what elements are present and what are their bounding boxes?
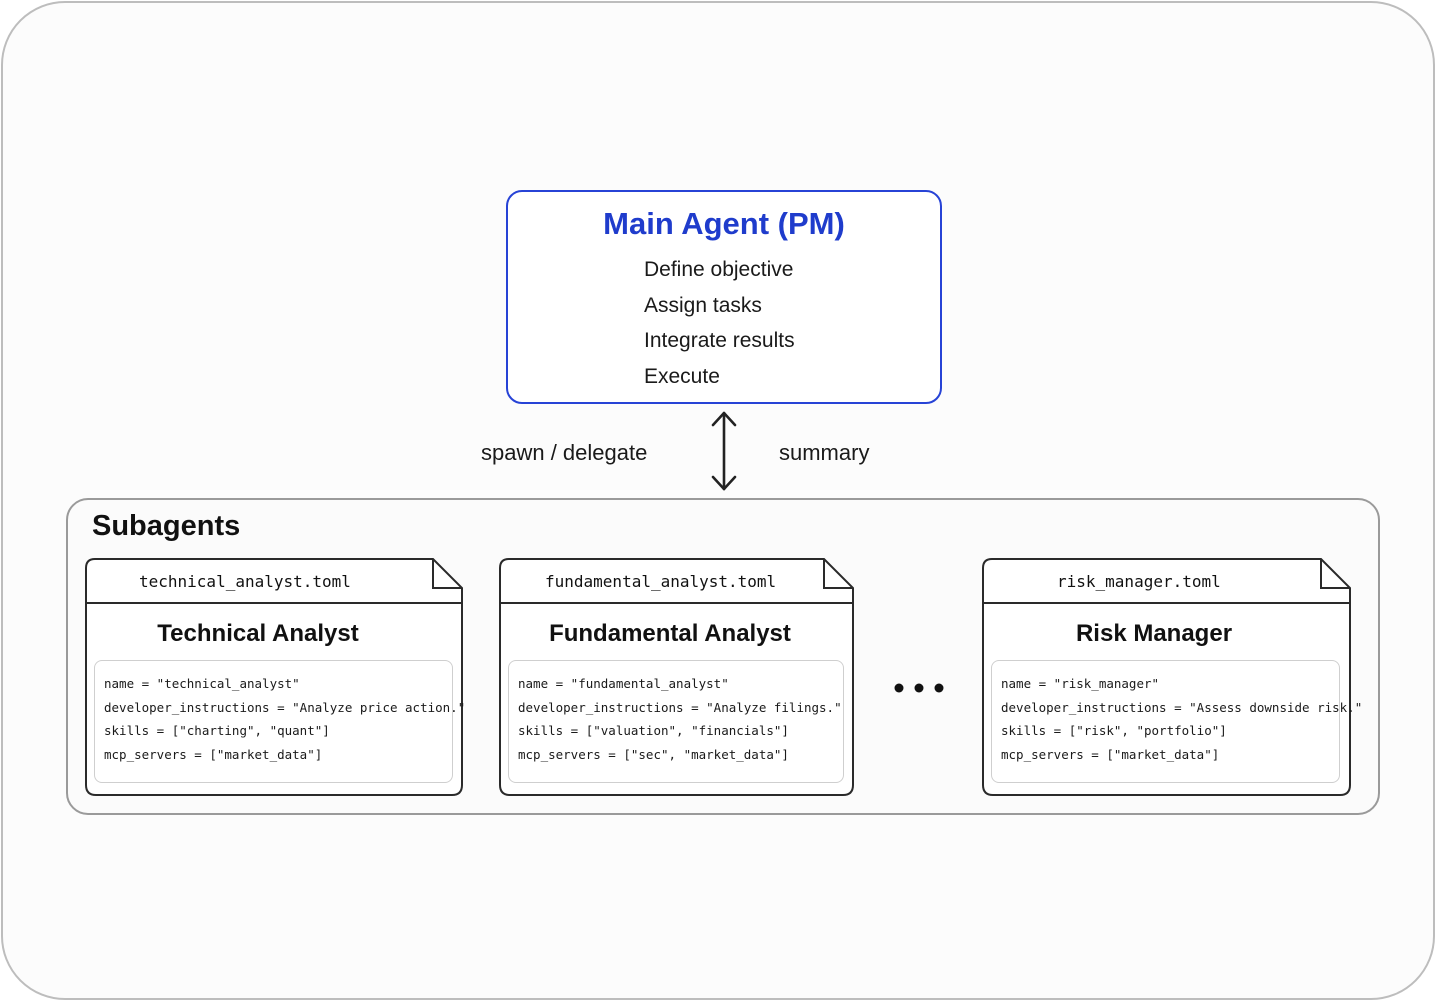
config-line: name = "fundamental_analyst": [518, 676, 729, 691]
config-line: name = "risk_manager": [1001, 676, 1160, 691]
config-line: mcp_servers = ["market_data"]: [1001, 746, 1220, 762]
config-line: developer_instructions = "Analyze filing…: [518, 699, 842, 715]
card-filename: risk_manager.toml: [1057, 572, 1221, 591]
config-line: skills = ["risk", "portfolio"]: [1001, 723, 1227, 738]
summary-label: summary: [779, 440, 870, 465]
card-agent-title: Technical Analyst: [157, 620, 359, 647]
config-line: mcp_servers = ["sec", "market_data"]: [518, 746, 789, 762]
main-agent-responsibilities: Define objective Assign tasks Integrate …: [644, 252, 795, 394]
spawn-delegate-label: spawn / delegate: [481, 440, 648, 465]
main-agent-item: Integrate results: [644, 329, 795, 352]
config-line: skills = ["charting", "quant"]: [104, 723, 330, 738]
card-agent-title: Fundamental Analyst: [549, 620, 791, 647]
config-line: skills = ["valuation", "financials"]: [518, 723, 789, 738]
config-line: developer_instructions = "Analyze price …: [104, 699, 466, 715]
card-config-block: name = "technical_analyst" developer_ins…: [94, 660, 466, 783]
card-config-block: name = "risk_manager" developer_instruct…: [991, 660, 1363, 783]
card-agent-title: Risk Manager: [1075, 620, 1233, 647]
subagent-card-technical-analyst: technical_analyst.toml Technical Analyst…: [85, 558, 466, 796]
config-line: developer_instructions = "Assess downsid…: [1001, 699, 1363, 715]
main-agent-item: Assign tasks: [644, 293, 762, 317]
subagent-card-fundamental-analyst: fundamental_analyst.toml Fundamental Ana…: [499, 558, 854, 796]
double-headed-arrow-icon: [711, 411, 737, 491]
card-filename: fundamental_analyst.toml: [545, 572, 777, 591]
subagent-card-risk-manager: risk_manager.toml Risk Manager name = "r…: [982, 558, 1363, 796]
main-agent-box: Main Agent (PM) Define objective Assign …: [506, 190, 942, 404]
config-line: mcp_servers = ["market_data"]: [104, 746, 323, 762]
card-config-block: name = "fundamental_analyst" developer_i…: [508, 660, 844, 783]
main-agent-item: Define objective: [644, 258, 794, 281]
main-agent-title: Main Agent (PM): [603, 206, 845, 241]
config-line: name = "technical_analyst": [104, 676, 300, 691]
subagents-title: Subagents: [92, 510, 241, 542]
main-agent-item: Execute: [644, 364, 720, 388]
ellipsis-icon: [894, 683, 944, 693]
card-filename: technical_analyst.toml: [139, 572, 351, 591]
